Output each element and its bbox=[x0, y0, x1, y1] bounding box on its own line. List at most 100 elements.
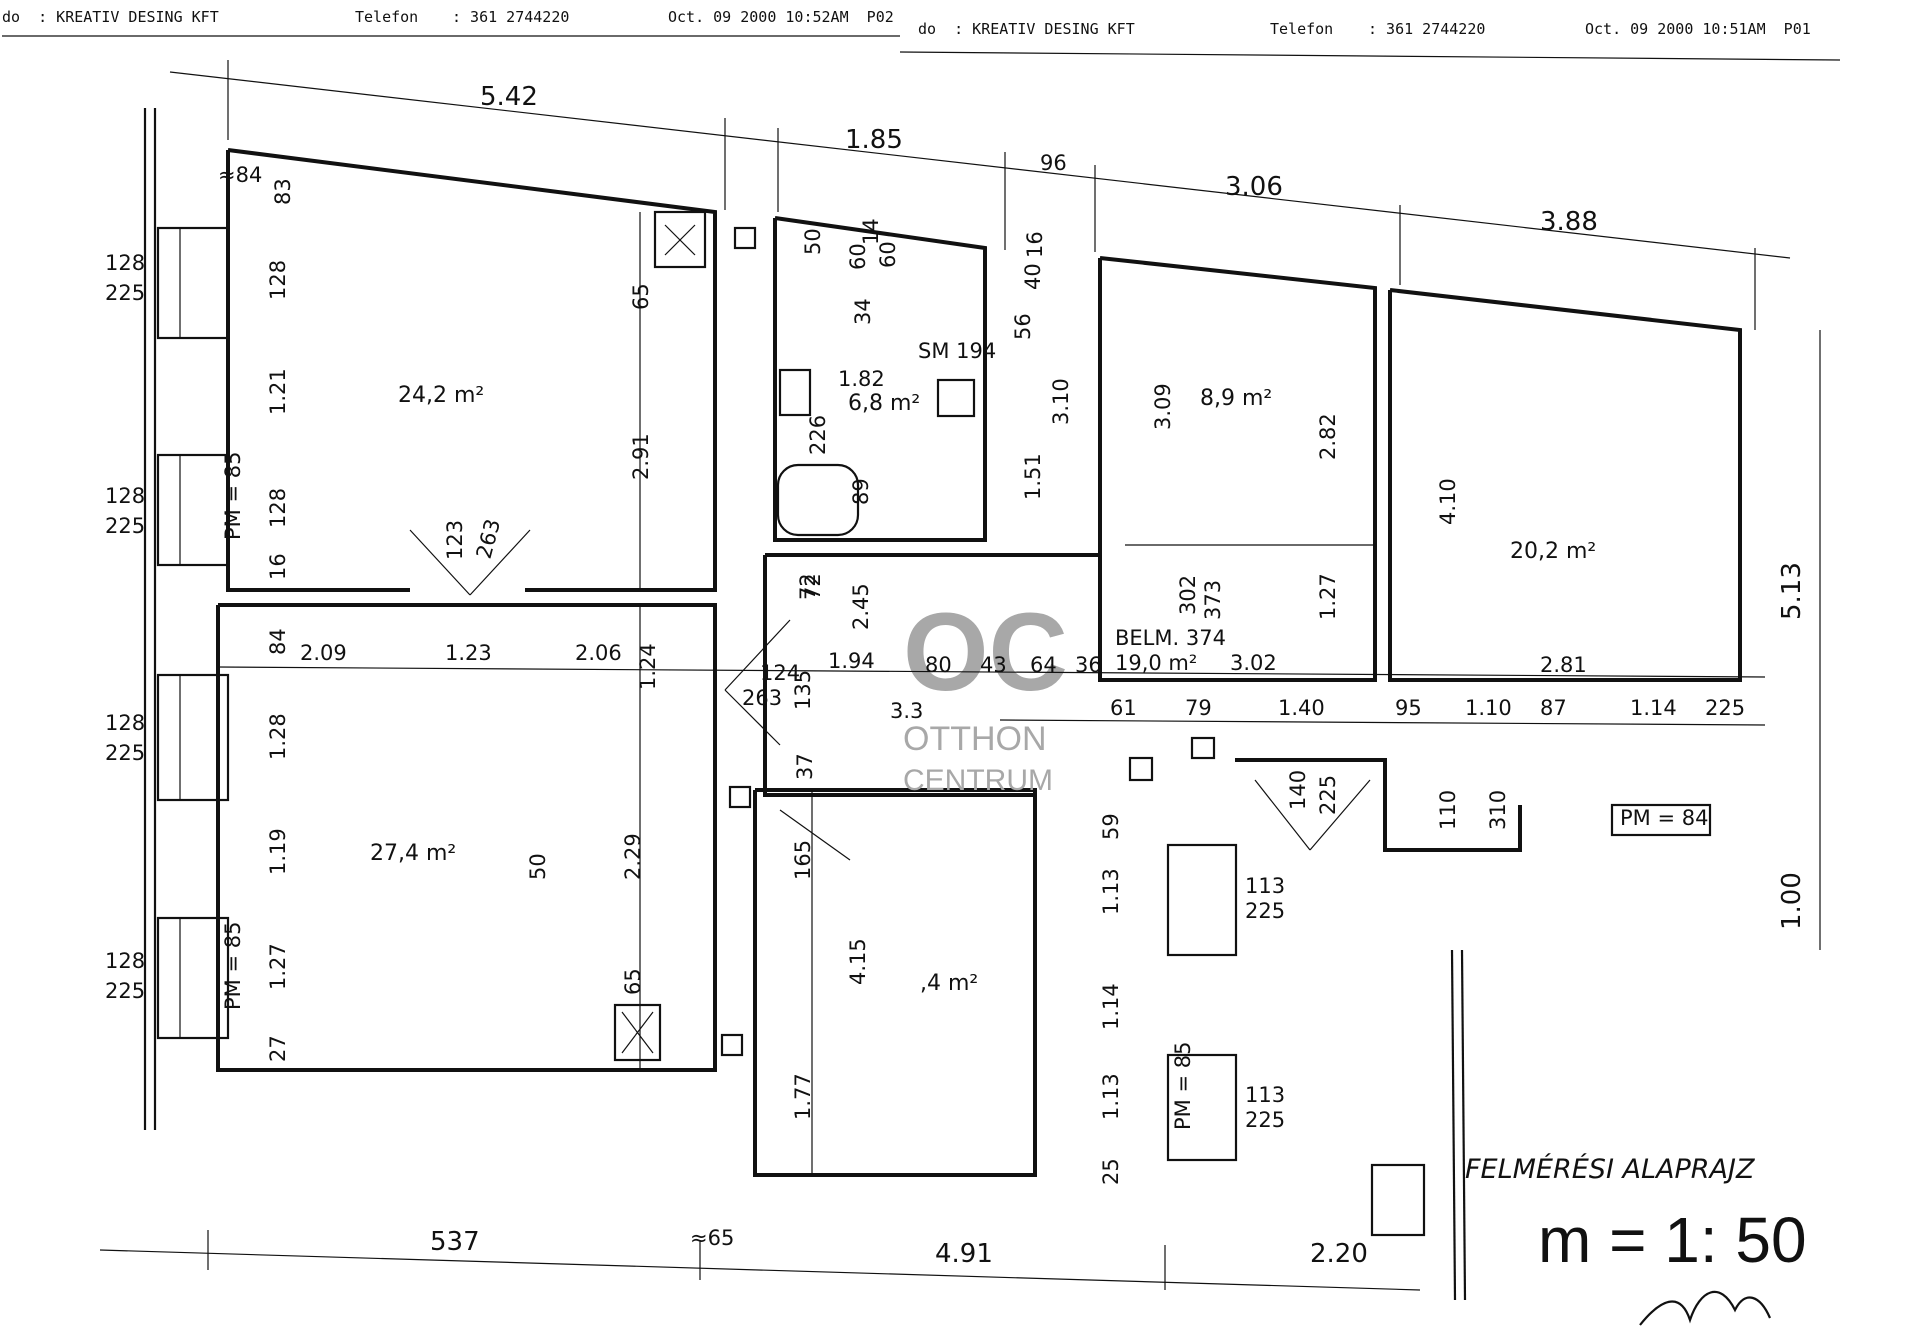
dim-h-10: 14 bbox=[859, 218, 883, 245]
dim-h-8: 34 bbox=[851, 298, 875, 325]
hall-area: 19,0 m² bbox=[1115, 651, 1197, 675]
dim-h-14: 302 bbox=[1176, 575, 1200, 615]
dim-bottom-3: 4.91 bbox=[935, 1239, 993, 1269]
dim-b-5: 1.94 bbox=[828, 649, 875, 673]
window-1-height: 225 bbox=[105, 281, 145, 305]
dim-d-1: 3.09 bbox=[1151, 383, 1175, 430]
dim-d-2: 2.82 bbox=[1316, 413, 1340, 460]
dim-e-5: 1.10 bbox=[1465, 696, 1512, 720]
dim-g-7: 165 bbox=[791, 840, 815, 880]
corner-note: ≈84 bbox=[218, 163, 262, 187]
room-e-area: 20,2 m² bbox=[1510, 539, 1596, 564]
dim-f-9: 310 bbox=[1486, 790, 1510, 830]
window-5-height: 225 bbox=[1245, 899, 1285, 923]
dim-a-2: 1.21 bbox=[266, 368, 290, 415]
dim-h-9: 60 bbox=[876, 241, 900, 268]
dim-a-5: 84 bbox=[266, 628, 290, 655]
window-4-height: 225 bbox=[105, 979, 145, 1003]
dim-right-2: 1.00 bbox=[1777, 872, 1807, 930]
bottom-dimension-line bbox=[99, 1249, 1421, 1291]
dim-e-1: 61 bbox=[1110, 696, 1137, 720]
dim-f-10: 3.3 bbox=[890, 699, 923, 723]
fax-header-right-phone-label: Telefon bbox=[1270, 20, 1334, 38]
fax-header-left-sender: do : KREATIV DESING KFT bbox=[2, 8, 219, 26]
dim-b-9: 36 bbox=[1075, 653, 1102, 677]
dim-g-3: 124 bbox=[760, 661, 800, 685]
dim-bottom-2: ≈65 bbox=[690, 1226, 734, 1250]
dim-e-8: 225 bbox=[1705, 696, 1745, 720]
hall-label: BELM. 374 bbox=[1115, 626, 1226, 650]
dim-h-5: SM 194 bbox=[918, 339, 996, 363]
door-swings bbox=[409, 529, 1371, 861]
dim-h-6: 50 bbox=[801, 228, 825, 255]
dim-a-1: 128 bbox=[266, 260, 290, 300]
vent-symbols bbox=[613, 210, 1216, 1062]
dim-h-12: 40 bbox=[1021, 263, 1045, 290]
window-5-width: 113 bbox=[1245, 874, 1285, 898]
fax-header-left-phone-label: Telefon bbox=[355, 8, 419, 26]
dim-c-7: 1.77 bbox=[791, 1073, 815, 1120]
mid-dimension-line bbox=[217, 666, 1766, 678]
dim-e-7: 1.14 bbox=[1630, 696, 1677, 720]
watermark-logo: OC bbox=[903, 591, 1068, 714]
room-c-walls bbox=[773, 216, 987, 542]
window-2-width: 128 bbox=[105, 484, 145, 508]
dim-e-4: 95 bbox=[1395, 696, 1422, 720]
dim-g-6: 37 bbox=[793, 753, 817, 780]
room-d-area: 8,9 m² bbox=[1200, 386, 1272, 411]
window-1-width: 128 bbox=[105, 251, 145, 275]
dim-top-1: 5.42 bbox=[480, 82, 538, 112]
dim-h-13: 16 bbox=[1023, 231, 1047, 258]
room-f-area: ,4 m² bbox=[920, 971, 978, 996]
dim-a-7: 1.19 bbox=[266, 828, 290, 875]
dim-d-7: 1.51 bbox=[1021, 453, 1045, 500]
dim-c-6: 4.15 bbox=[846, 938, 870, 985]
dim-g-1: 123 bbox=[443, 520, 467, 560]
dim-e-6: 87 bbox=[1540, 696, 1567, 720]
fax-header-left-timestamp: Oct. 09 2000 10:52AM P02 bbox=[668, 8, 894, 26]
dim-right-1: 5.13 bbox=[1777, 562, 1807, 620]
dim-g-8: 72 bbox=[796, 573, 820, 600]
dim-f-2: 1.14 bbox=[1099, 983, 1123, 1030]
window-3-height: 225 bbox=[105, 741, 145, 765]
dim-top-3: 96 bbox=[1040, 151, 1067, 175]
dim-c-8: 2.45 bbox=[849, 583, 873, 630]
dim-a-9: 27 bbox=[266, 1035, 290, 1062]
dim-e-3: 1.40 bbox=[1278, 696, 1325, 720]
dim-g-11: 226 bbox=[806, 415, 830, 455]
dim-f-4: 59 bbox=[1099, 813, 1123, 840]
dim-c-9: 72 bbox=[801, 573, 825, 600]
room-d-walls bbox=[1098, 256, 1377, 682]
dim-b-2: 1.23 bbox=[445, 641, 492, 665]
top-dimension-line bbox=[169, 60, 1791, 330]
room-b-walls bbox=[216, 603, 717, 1072]
dim-h-11: 56 bbox=[1011, 313, 1035, 340]
dim-top-2: 1.85 bbox=[845, 125, 903, 155]
dim-g-10: 1.82 bbox=[838, 367, 885, 391]
dim-bottom-4: 2.20 bbox=[1310, 1239, 1368, 1269]
dim-b-4: 1.24 bbox=[636, 643, 660, 690]
dim-d-5: 2.81 bbox=[1540, 653, 1587, 677]
dim-f-1: 1.13 bbox=[1099, 868, 1123, 915]
dim-h-4: PM = 85 bbox=[1171, 1042, 1195, 1130]
hall-walls bbox=[763, 544, 1375, 797]
dim-top-4: 3.06 bbox=[1225, 172, 1283, 202]
dim-a-6: 1.28 bbox=[266, 713, 290, 760]
watermark-line2: CENTRUM bbox=[903, 764, 1053, 797]
fax-header-left-phone: : 361 2744220 bbox=[452, 8, 570, 26]
room-e-walls bbox=[1388, 288, 1742, 837]
room-a-walls bbox=[226, 148, 717, 592]
dim-e-2: 79 bbox=[1185, 696, 1212, 720]
otthon-centrum-watermark: OC OTTHON CENTRUM bbox=[903, 591, 1068, 797]
drawing-scale: m = 1: 50 bbox=[1538, 1204, 1807, 1276]
dim-c-1: 2.91 bbox=[629, 433, 653, 480]
dim-a-4: 16 bbox=[266, 553, 290, 580]
drawing-title: FELMÉRÉSI ALAPRAJZ bbox=[1465, 1153, 1755, 1185]
dim-bottom-1: 537 bbox=[430, 1227, 480, 1257]
fax-rule-right bbox=[899, 51, 1841, 61]
dim-b-8: 64 bbox=[1030, 653, 1057, 677]
dim-d-4: 1.27 bbox=[1316, 573, 1340, 620]
dim-f-5: 25 bbox=[1099, 1158, 1123, 1185]
dim-f-6: 140 bbox=[1286, 770, 1310, 810]
